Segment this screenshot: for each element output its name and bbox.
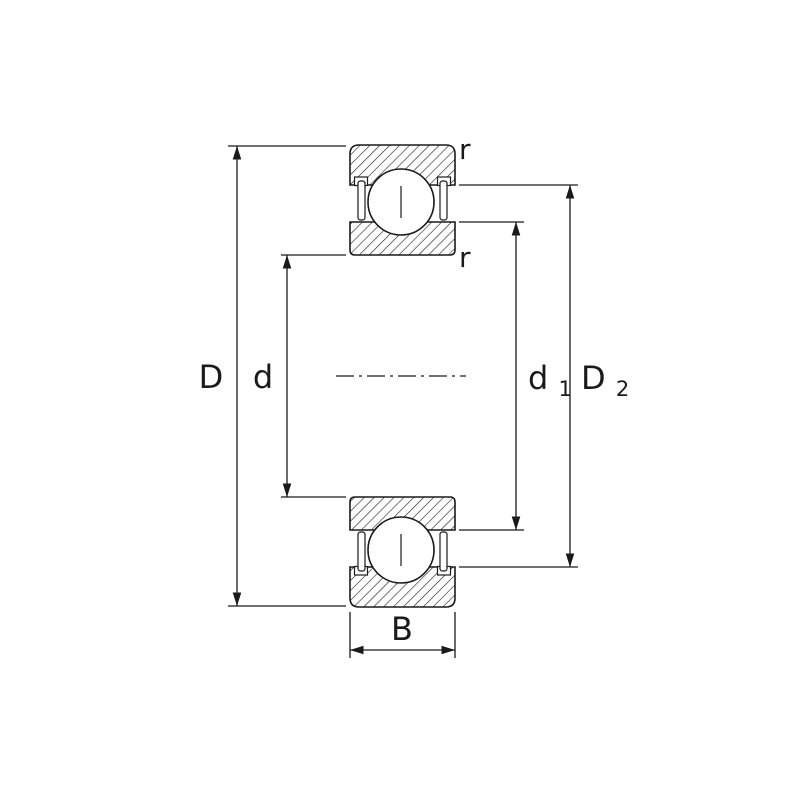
bearing-section: [336, 144, 466, 608]
dim-D2-arrow-down: [565, 553, 575, 567]
dim-d1-arrow-up: [511, 222, 521, 236]
outer-ring-upper: [349, 144, 456, 186]
dimension-d1: d 1: [459, 221, 572, 531]
inner-ring-upper: [349, 221, 456, 256]
dim-B-arrow-right: [441, 645, 455, 655]
dimension-D: D: [199, 145, 346, 607]
outer-ring-lower: [349, 566, 456, 608]
dim-D-arrow-down: [232, 592, 242, 606]
dim-B-label: B: [391, 610, 413, 648]
shield-upper-left: [357, 180, 366, 221]
dim-d1-arrow-down: [511, 516, 521, 530]
dimension-B: B: [349, 610, 456, 658]
inner-ring-lower: [349, 496, 456, 531]
dim-d1-label-sub: 1: [558, 377, 571, 401]
fillet-r-outer-label: r: [459, 133, 471, 166]
dim-D2-arrow-up: [565, 185, 575, 199]
shield-upper-right: [439, 180, 448, 221]
dim-B-arrow-left: [350, 645, 364, 655]
dim-D2-label-base: D: [581, 359, 606, 397]
dim-D2-label: D 2: [581, 359, 629, 401]
dim-D-label: D: [199, 358, 224, 396]
dim-d-arrow-down: [282, 483, 292, 497]
dim-d1-label-base: d: [528, 359, 548, 397]
dim-d-arrow-up: [282, 255, 292, 269]
shield-lower-left: [357, 531, 366, 572]
dimension-d: d: [253, 254, 346, 498]
dim-d-label: d: [253, 358, 273, 396]
dimension-D2: D 2: [459, 184, 629, 568]
bearing-lower-cross-section: [349, 496, 456, 608]
dim-d1-label: d 1: [528, 359, 572, 401]
dim-D-arrow-up: [232, 146, 242, 160]
fillet-r-inner-label: r: [459, 241, 471, 274]
dim-D2-label-sub: 2: [616, 377, 629, 401]
bearing-upper-cross-section: [349, 144, 456, 256]
shield-lower-right: [439, 531, 448, 572]
